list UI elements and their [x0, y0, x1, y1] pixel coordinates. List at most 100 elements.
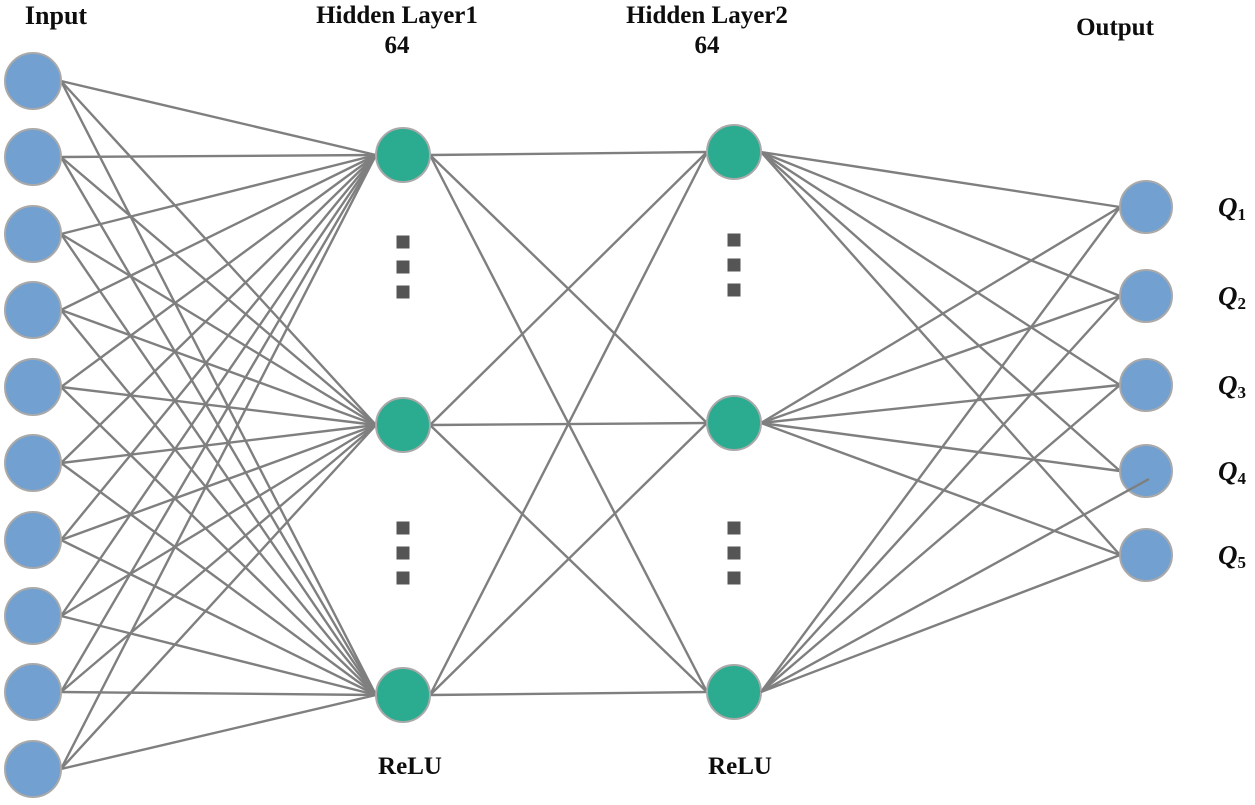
output-label-q1: Q1 — [1218, 191, 1246, 231]
edge — [60, 232, 377, 427]
input-node — [4, 205, 62, 263]
hidden-layer1-title: Hidden Layer1 — [316, 2, 478, 29]
q4-symbol: Q — [1218, 456, 1238, 486]
edge — [60, 154, 377, 464]
hidden-layer2-header: Hidden Layer2 64 — [626, 1, 788, 61]
edge — [60, 154, 377, 541]
q5-symbol: Q — [1218, 540, 1238, 570]
hidden1-node — [375, 667, 431, 723]
edge — [429, 150, 708, 157]
edge — [760, 150, 1121, 387]
input-node — [4, 511, 62, 569]
hidden-layer1-header: Hidden Layer1 64 — [316, 1, 478, 61]
ellipsis-dot — [727, 546, 741, 560]
output-label-q3: Q3 — [1218, 369, 1246, 409]
q2-symbol: Q — [1218, 281, 1238, 311]
edge — [760, 150, 1121, 209]
edge — [60, 614, 377, 697]
edge — [760, 151, 1121, 556]
edge — [428, 151, 709, 696]
output-node — [1119, 358, 1173, 412]
edge — [60, 693, 377, 771]
q5-subscript: 5 — [1237, 553, 1247, 572]
hidden-layer1-units: 64 — [384, 32, 410, 59]
ellipsis-dot — [396, 285, 410, 299]
edge — [760, 421, 1121, 557]
edge — [60, 423, 377, 542]
edge — [59, 156, 378, 696]
edge — [760, 205, 1121, 425]
edge — [760, 295, 1121, 693]
output-label-q5: Q5 — [1218, 539, 1246, 579]
input-node — [4, 281, 62, 339]
output-label-q2: Q2 — [1218, 280, 1246, 320]
hidden-layer2-title: Hidden Layer2 — [626, 2, 788, 29]
q3-symbol: Q — [1218, 370, 1238, 400]
output-label-q4: Q4 — [1218, 455, 1246, 495]
input-node — [4, 434, 62, 492]
q4-subscript: 4 — [1237, 469, 1247, 488]
edge — [60, 309, 377, 696]
edge — [59, 154, 378, 693]
edge — [60, 79, 377, 157]
ellipsis-dot — [396, 260, 410, 274]
edge — [60, 423, 377, 465]
edge — [60, 424, 377, 770]
output-node — [1119, 444, 1173, 498]
edge — [429, 690, 708, 697]
edge — [760, 421, 1121, 473]
output-node — [1119, 269, 1173, 323]
output-node — [1119, 180, 1173, 234]
ellipsis-dot — [396, 521, 410, 535]
edge — [60, 154, 377, 388]
edge — [60, 423, 377, 618]
output-node — [1119, 528, 1173, 582]
edge — [59, 154, 378, 770]
edge — [60, 538, 377, 697]
input-node — [4, 358, 62, 416]
edge — [60, 386, 377, 696]
edge — [60, 690, 377, 697]
edge — [760, 206, 1121, 693]
edge — [760, 294, 1121, 425]
input-node — [4, 740, 62, 798]
edge — [760, 150, 1121, 298]
hidden1-node — [375, 127, 431, 183]
edge — [760, 553, 1121, 694]
input-node — [4, 663, 62, 721]
hidden1-node — [375, 397, 431, 453]
input-layer-header: Input — [24, 1, 88, 30]
edge — [59, 80, 378, 696]
edge — [60, 80, 377, 426]
edge — [60, 153, 377, 159]
hidden-layer2-units: 64 — [694, 32, 720, 59]
input-node — [4, 128, 62, 186]
ellipsis-dot — [727, 521, 741, 535]
edge — [429, 151, 708, 426]
edge — [760, 383, 1121, 425]
input-node — [4, 587, 62, 645]
q2-subscript: 2 — [1237, 294, 1247, 313]
hidden2-node — [706, 664, 762, 720]
edge — [760, 384, 1121, 693]
ellipsis-dot — [727, 283, 741, 297]
ellipsis-dot — [727, 258, 741, 272]
q3-subscript: 3 — [1237, 383, 1247, 402]
ellipsis-dot — [396, 546, 410, 560]
ellipsis-dot — [727, 571, 741, 585]
hidden2-activation-label: ReLU — [708, 753, 772, 780]
edge — [760, 151, 1121, 472]
ellipsis-dot — [396, 235, 410, 249]
edge-overshoot — [760, 477, 1150, 694]
input-node — [4, 52, 62, 110]
edge — [60, 462, 377, 696]
output-layer-header: Output — [1076, 14, 1154, 41]
ellipsis-dot — [727, 233, 741, 247]
edge — [60, 154, 377, 617]
edge — [60, 156, 377, 426]
edge — [60, 424, 377, 693]
hidden2-node — [706, 395, 762, 451]
edge — [60, 153, 377, 236]
edge — [60, 308, 377, 427]
